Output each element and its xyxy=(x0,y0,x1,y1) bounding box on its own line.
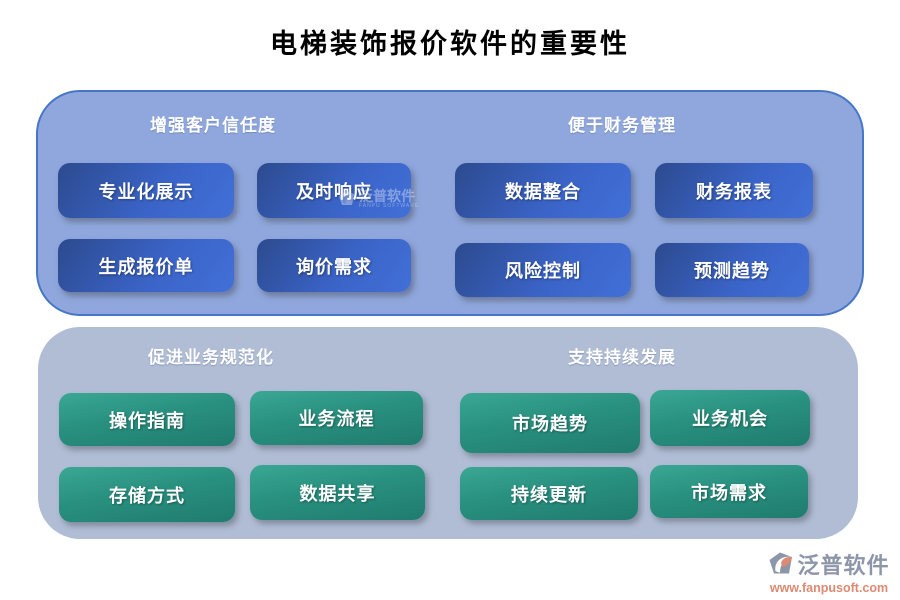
btn-business-process: 业务流程 xyxy=(250,391,423,445)
fanpu-logo-icon xyxy=(769,552,793,573)
btn-inquiry-demand: 询价需求 xyxy=(257,239,411,292)
btn-financial-reports: 财务报表 xyxy=(655,163,813,218)
btn-generate-quotation: 生成报价单 xyxy=(58,239,234,292)
btn-risk-control: 风险控制 xyxy=(455,243,631,297)
btn-timely-response: 及时响应 xyxy=(257,163,411,218)
btn-business-opportunities: 业务机会 xyxy=(650,390,810,446)
btn-forecast-trends: 预测趋势 xyxy=(655,243,809,297)
page-title: 电梯装饰报价软件的重要性 xyxy=(270,29,630,59)
group-header-sustainable-development: 支持持续发展 xyxy=(568,348,676,367)
btn-continuous-updates: 持续更新 xyxy=(460,467,638,520)
top-panel: 增强客户信任度 便于财务管理 专业化展示 及时响应 生成报价单 询价需求 数据整… xyxy=(36,90,864,316)
btn-storage-method: 存储方式 xyxy=(59,467,235,522)
btn-data-integration: 数据整合 xyxy=(455,163,631,218)
group-header-financial-management: 便于财务管理 xyxy=(568,116,676,135)
fanpu-logo: 泛普软件 www.fanpusoft.com xyxy=(766,548,892,595)
bottom-panel: 促进业务规范化 支持持续发展 操作指南 业务流程 存储方式 数据共享 市场趋势 … xyxy=(38,327,858,539)
logo-url-text: www.fanpusoft.com xyxy=(769,581,889,595)
btn-data-sharing: 数据共享 xyxy=(250,465,425,520)
group-header-business-standardization: 促进业务规范化 xyxy=(148,348,274,367)
btn-market-demand: 市场需求 xyxy=(650,465,808,518)
btn-market-trends: 市场趋势 xyxy=(460,393,640,453)
logo-brand-text: 泛普软件 xyxy=(797,553,890,578)
group-header-customer-trust: 增强客户信任度 xyxy=(150,116,276,135)
btn-operation-guide: 操作指南 xyxy=(59,393,235,446)
btn-professional-display: 专业化展示 xyxy=(58,163,234,218)
